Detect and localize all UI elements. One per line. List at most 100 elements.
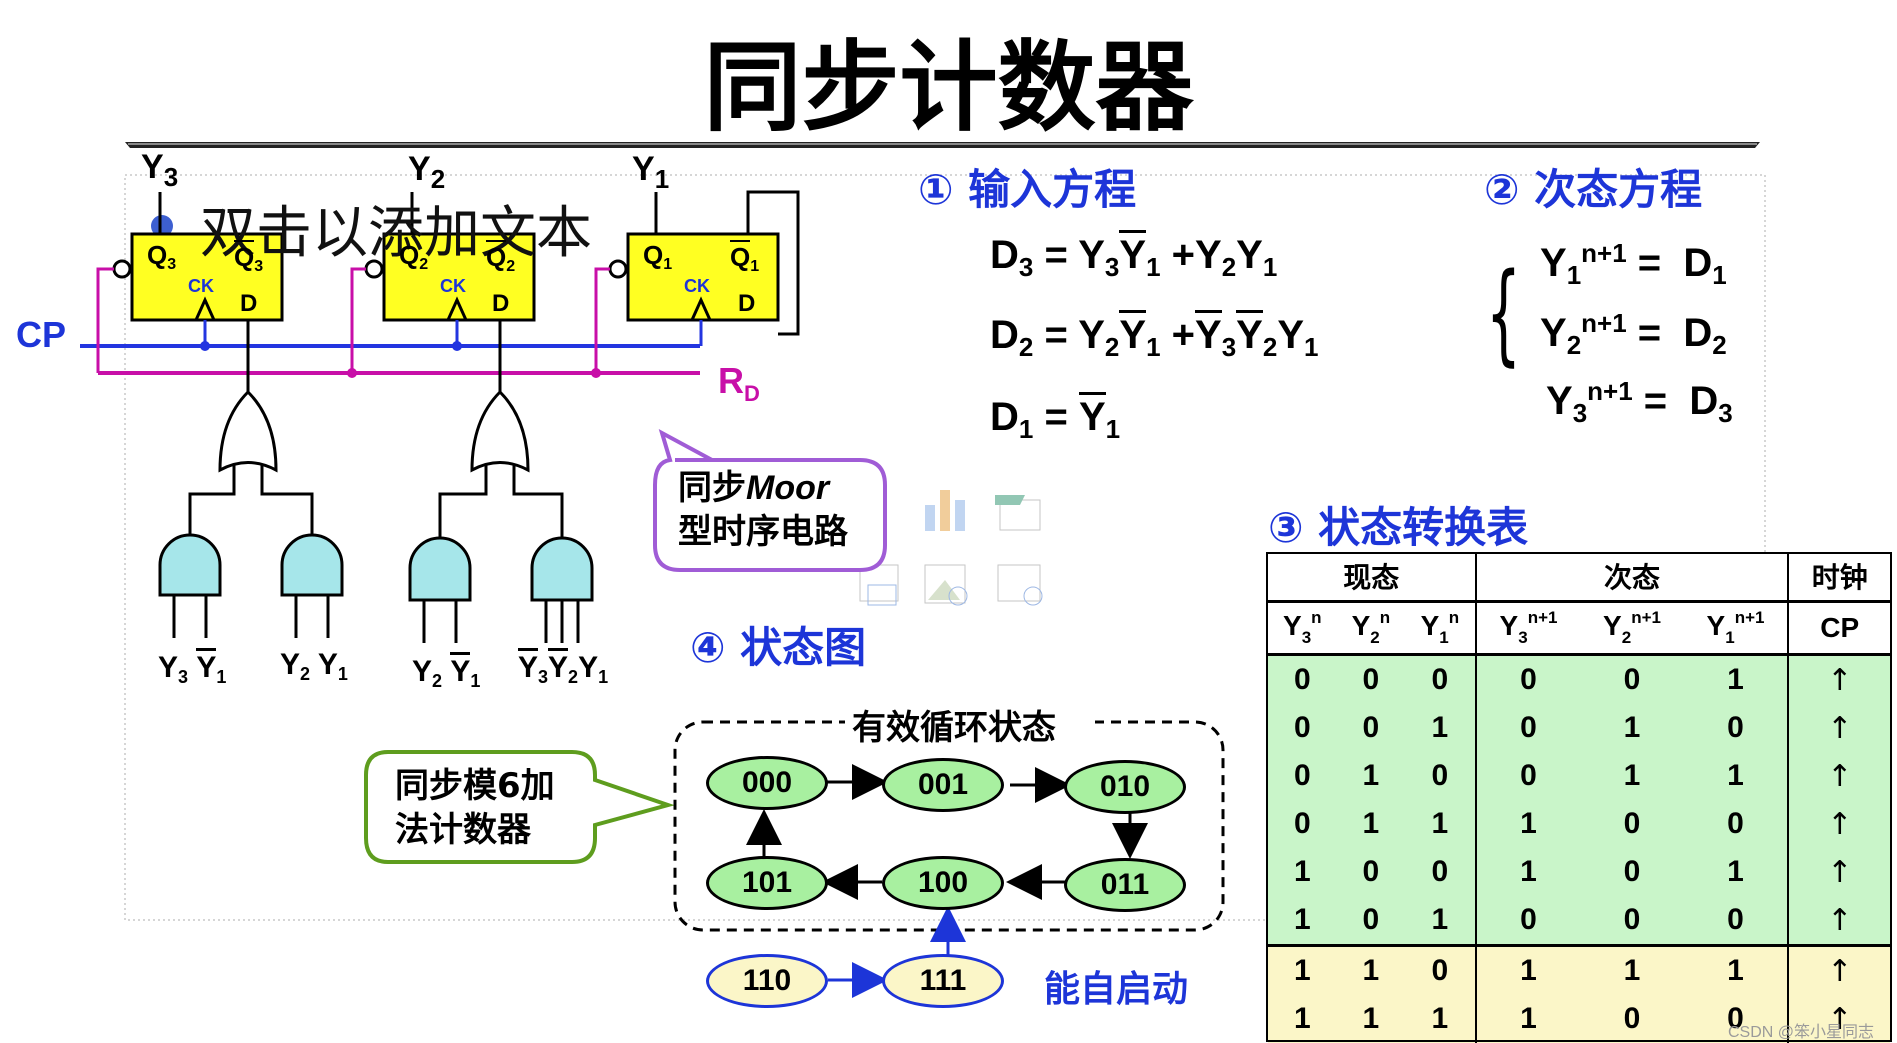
group-header-present: 现态 xyxy=(1268,552,1476,602)
table-cell: 0 xyxy=(1336,704,1406,752)
ff2-d: D xyxy=(492,290,510,317)
table-cell: 0 xyxy=(1336,896,1406,946)
slide-title: 同步计数器 xyxy=(703,31,1194,145)
title-rule xyxy=(125,142,1760,148)
and-input-wires xyxy=(172,595,580,643)
table-cell: 0 xyxy=(1336,848,1406,896)
moor-callout-bubble xyxy=(653,428,887,572)
table-cell: 1 xyxy=(1405,896,1476,946)
group-header-clock: 时钟 xyxy=(1787,552,1890,602)
table-cell: 1 xyxy=(1405,800,1476,848)
col-y3n: Y3n xyxy=(1268,600,1337,655)
table-cell: 0 xyxy=(1474,704,1581,752)
table-cell: 1 xyxy=(1268,848,1337,896)
equation-y2-next: Y2n+1 = D2 xyxy=(1540,308,1727,360)
state-node-111: 111 xyxy=(882,954,1004,1008)
table-cell: 0 xyxy=(1268,653,1337,704)
state-node-001: 001 xyxy=(882,758,1004,812)
ff3-d: D xyxy=(240,290,258,317)
table-cell: 1 xyxy=(1580,752,1684,800)
counter-callout-text: 同步模6加法计数器 xyxy=(395,766,555,850)
section-state-diagram: ④ 状态图 xyxy=(690,623,867,672)
table-cell: 1 xyxy=(1683,653,1789,704)
state-node-010: 010 xyxy=(1064,760,1186,814)
label-y2: Y2 xyxy=(408,150,446,194)
section-transition-table: ③ 状态转换表 xyxy=(1268,503,1529,552)
table-cell: ↑ xyxy=(1787,704,1890,752)
table-cell: 1 xyxy=(1683,944,1789,995)
state-edges xyxy=(746,764,1148,900)
table-cell: ↑ xyxy=(1787,848,1890,896)
q-output-wires xyxy=(158,190,800,336)
gate2-inputs: Y2 Y1 xyxy=(280,648,348,684)
table-cell: 1 xyxy=(1474,944,1581,995)
state-node-110: 110 xyxy=(706,954,828,1008)
state-node-101: 101 xyxy=(706,856,828,910)
state-node-011: 011 xyxy=(1064,858,1186,912)
gate3-inputs: Y2 Y1 xyxy=(412,652,480,692)
table-cell: 1 xyxy=(1683,752,1789,800)
and-gates xyxy=(158,533,594,602)
table-cell: 0 xyxy=(1405,848,1476,896)
table-cell: ↑ xyxy=(1787,653,1890,704)
placeholder-bullet xyxy=(151,215,173,237)
table-cell: 0 xyxy=(1580,800,1684,848)
self-start-label: 能自启动 xyxy=(1044,969,1189,1010)
state-node-000: 000 xyxy=(706,756,828,810)
table-cell: 0 xyxy=(1336,653,1406,704)
col-cp: CP xyxy=(1787,600,1890,655)
table-cell: 0 xyxy=(1683,704,1789,752)
ff2-ck: CK xyxy=(440,276,466,296)
ff1-d: D xyxy=(738,290,756,317)
table-cell: 0 xyxy=(1268,800,1337,848)
valid-loop-label: 有效循环状态 xyxy=(852,708,1056,748)
or-input-wires xyxy=(188,465,564,538)
table-cell: 0 xyxy=(1405,653,1476,704)
table-cell: 0 xyxy=(1683,800,1789,848)
table-cell: 0 xyxy=(1580,848,1684,896)
equation-y3-next: Y3n+1 = D3 xyxy=(1546,376,1733,428)
flip-flops xyxy=(112,232,780,322)
gate1-inputs: Y3 Y1 xyxy=(158,648,226,688)
ff1-q: Q1 xyxy=(643,240,673,273)
invalid-state-edges xyxy=(828,906,966,998)
d-input-wires xyxy=(246,320,502,392)
ff1-ck: CK xyxy=(684,276,710,296)
table-cell: 1 xyxy=(1474,995,1581,1043)
table-cell: 0 xyxy=(1474,896,1581,946)
table-cell: 0 xyxy=(1580,653,1684,704)
counter-callout-bubble xyxy=(364,750,675,864)
label-y1: Y1 xyxy=(632,150,670,194)
state-transition-table: 现态 次态 时钟 Y3n Y2n Y1n Y3n+1 Y2n+1 Y1n+1 C… xyxy=(1268,552,1890,1043)
group-header-next: 次态 xyxy=(1474,552,1789,602)
table-cell: ↑ xyxy=(1787,896,1890,946)
ff2-qbar: Q2 xyxy=(486,240,516,275)
rd-junctions xyxy=(347,368,601,378)
table-cell: 0 xyxy=(1268,704,1337,752)
table-cell: ↑ xyxy=(1787,995,1890,1043)
equation-d1: D1 = Y1 xyxy=(990,392,1120,445)
content-placeholder-icons xyxy=(859,490,1043,606)
placeholder-text[interactable]: 双击以添加文本 xyxy=(200,201,592,266)
table-cell: 1 xyxy=(1405,995,1476,1043)
table-cell: 1 xyxy=(1474,848,1581,896)
col-y1n: Y1n xyxy=(1405,600,1476,655)
table-cell: 1 xyxy=(1474,800,1581,848)
equation-d3: D3 = Y3Y1 +Y2Y1 xyxy=(990,230,1277,283)
state-node-100: 100 xyxy=(882,856,1004,910)
col-y1n1: Y1n+1 xyxy=(1683,600,1789,655)
equation-y1-next: Y1n+1 = D1 xyxy=(1540,238,1727,290)
ff3-qbar: Q3 xyxy=(234,240,264,275)
table-cell: 0 xyxy=(1268,752,1337,800)
label-y3: Y3 xyxy=(141,148,179,192)
table-cell: 1 xyxy=(1405,704,1476,752)
